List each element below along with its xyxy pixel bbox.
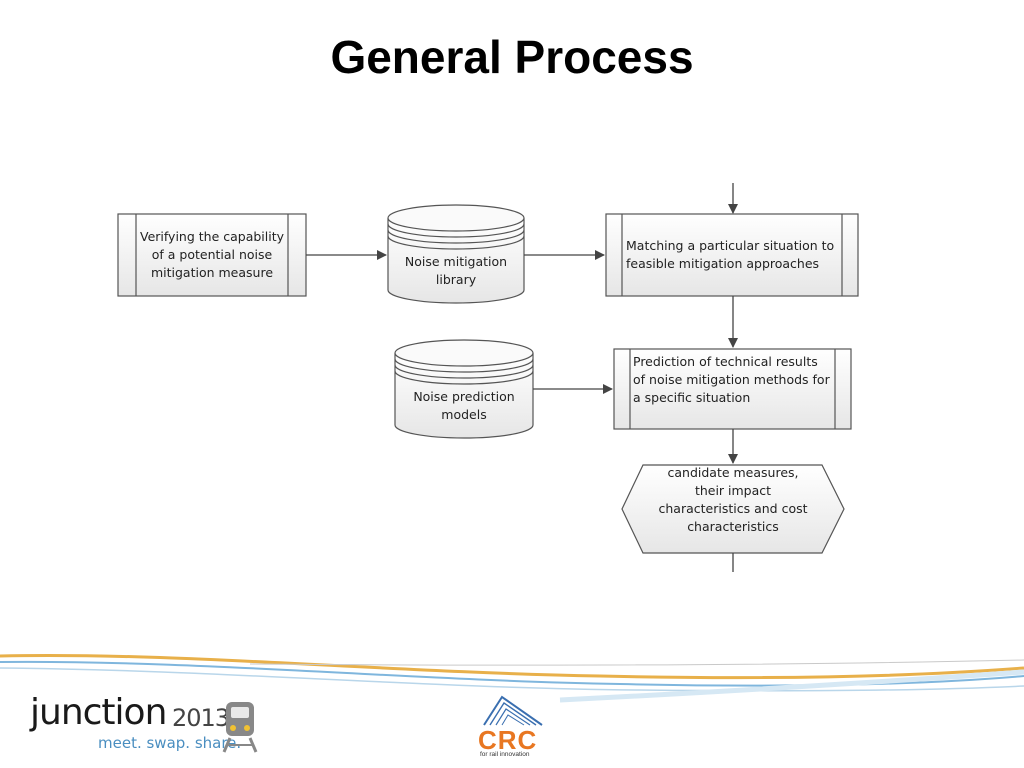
slide-title: General Process bbox=[330, 31, 694, 83]
junction-logo-word: junction bbox=[30, 692, 167, 733]
process-prediction bbox=[613, 348, 852, 430]
crc-logo-tagline: for rail innovation bbox=[480, 751, 530, 758]
database-library-label: Noise mitigation library bbox=[404, 254, 508, 287]
process-verify bbox=[117, 213, 307, 297]
hexagon-candidates-label: candidate measures, their impact charact… bbox=[658, 465, 808, 534]
footer-swoosh bbox=[0, 653, 1024, 703]
process-verify-label: Verifying the capability of a potential … bbox=[139, 229, 285, 280]
database-library bbox=[387, 204, 525, 304]
process-prediction-label: Prediction of technical results of noise… bbox=[633, 354, 830, 405]
junction-logo: junction 2013 meet. swap. share. bbox=[30, 692, 270, 762]
crc-roof-icon bbox=[483, 695, 543, 726]
database-models bbox=[394, 339, 534, 439]
crc-logo-word: CRC bbox=[478, 725, 538, 755]
junction-logo-year: 2013 bbox=[172, 704, 230, 732]
process-matching bbox=[605, 213, 859, 297]
train-icon bbox=[222, 702, 258, 753]
crc-logo: CRC for rail innovation bbox=[470, 693, 560, 763]
process-matching-label: Matching a particular situation to feasi… bbox=[626, 238, 835, 271]
hexagon-candidates bbox=[621, 464, 845, 554]
junction-logo-tagline: meet. swap. share. bbox=[98, 734, 242, 752]
database-models-label: Noise prediction models bbox=[413, 389, 515, 422]
